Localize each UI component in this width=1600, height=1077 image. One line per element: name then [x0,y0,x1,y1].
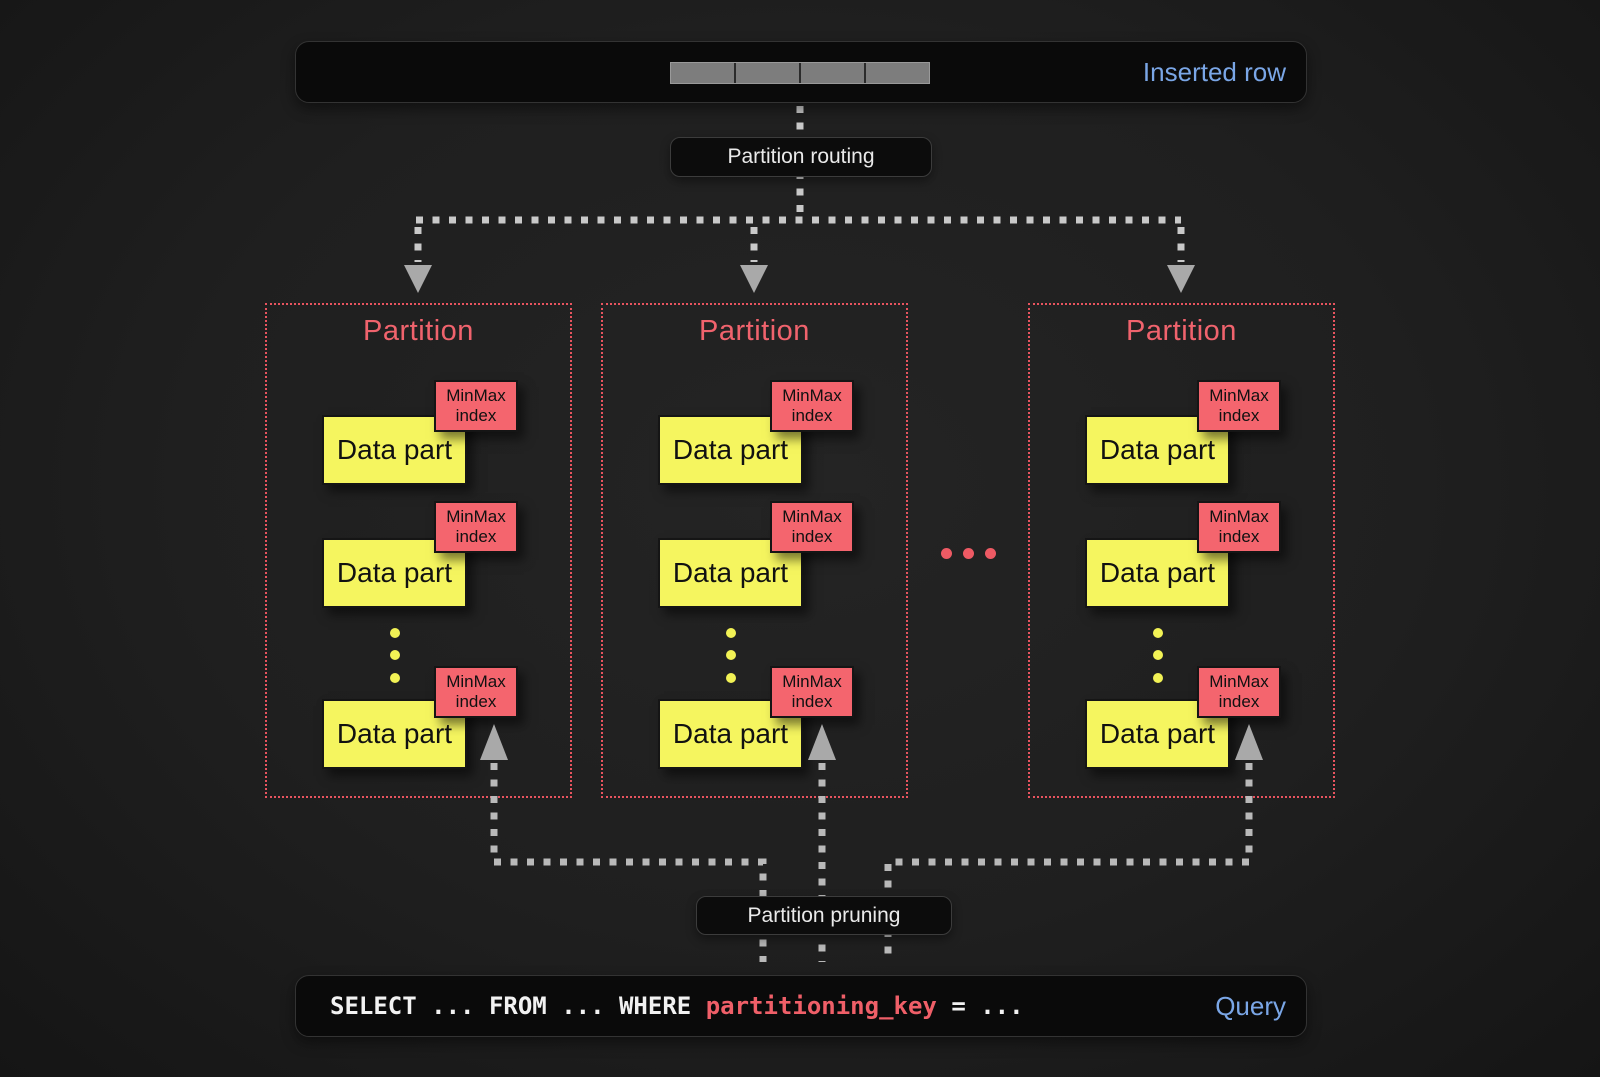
arrow-down-icon [740,265,768,293]
ellipsis-dot [985,548,996,559]
ellipsis-dot [941,548,952,559]
inserted-row-cells [670,62,930,84]
vertical-ellipsis-dot [1153,673,1163,683]
minmax-index-box: MinMax index [434,380,518,432]
arrow-down-icon [1167,265,1195,293]
query-label: Query [1215,990,1286,1021]
sql-text: SELECT ... FROM ... WHERE partitioning_k… [330,992,1024,1020]
inserted-row-bar: Inserted row [295,41,1307,103]
partition-title: Partition [699,315,810,347]
partition-title: Partition [1126,315,1237,347]
minmax-index-box: MinMax index [434,501,518,553]
ellipsis-dot [963,548,974,559]
sql-partitioning-key: partitioning_key [705,992,937,1020]
row-cell [864,63,929,83]
minmax-index-box: MinMax index [770,501,854,553]
arrow-down-icon [404,265,432,293]
row-cell [799,63,864,83]
vertical-ellipsis-dot [1153,628,1163,638]
minmax-index-box: MinMax index [1197,501,1281,553]
row-cell [734,63,799,83]
minmax-index-box: MinMax index [1197,666,1281,718]
minmax-index-box: MinMax index [770,380,854,432]
minmax-index-box: MinMax index [1197,380,1281,432]
inserted-row-label: Inserted row [1142,56,1286,87]
sql-prefix: SELECT ... FROM ... WHERE [330,992,706,1020]
data-part-box: Data part [1085,538,1230,608]
vertical-ellipsis-dot [390,650,400,660]
vertical-ellipsis-dot [726,650,736,660]
data-part-box: Data part [322,415,467,485]
partition-pruning-label: Partition pruning [696,896,952,935]
query-bar: SELECT ... FROM ... WHERE partitioning_k… [295,975,1307,1037]
vertical-ellipsis-dot [1153,650,1163,660]
partition-title: Partition [363,315,474,347]
partition-routing-label: Partition routing [670,137,932,177]
row-cell [671,63,734,83]
vertical-ellipsis-dot [726,673,736,683]
minmax-index-box: MinMax index [770,666,854,718]
sql-suffix: = ... [936,992,1024,1020]
minmax-index-box: MinMax index [434,666,518,718]
vertical-ellipsis-dot [390,673,400,683]
vertical-ellipsis-dot [726,628,736,638]
vertical-ellipsis-dot [390,628,400,638]
